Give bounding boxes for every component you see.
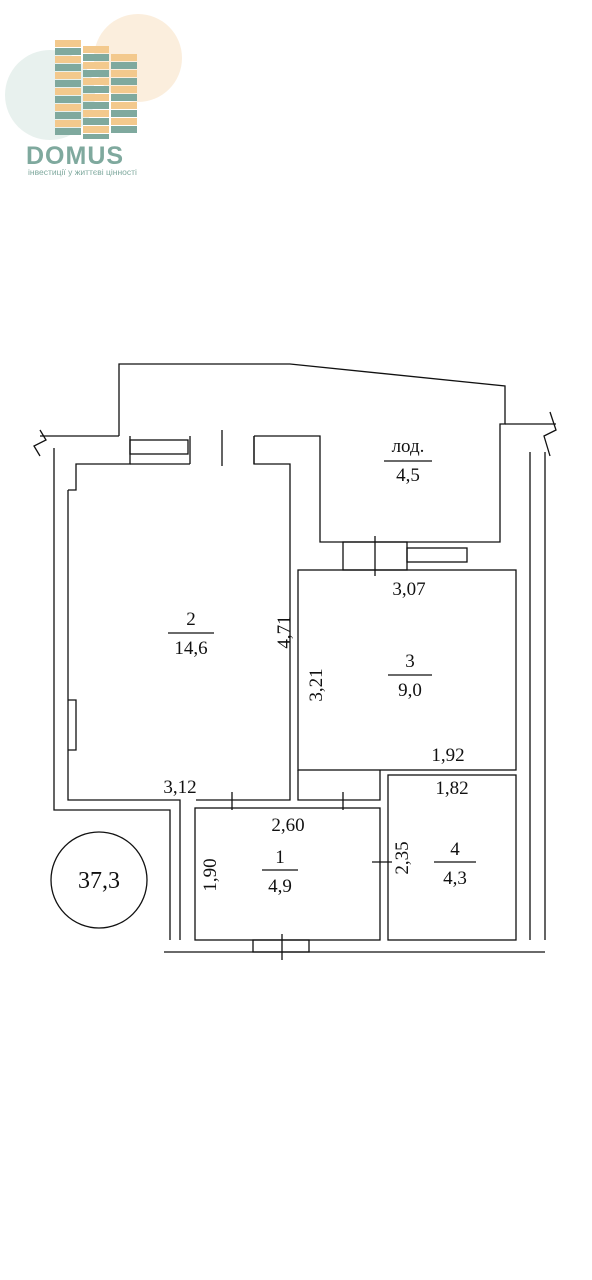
room-4-number: 4 [450,839,460,860]
logo-tagline: інвестиції у життєві цінності [28,167,137,177]
room-1-number: 1 [275,847,285,868]
dimension-2-35: 2,35 [392,841,413,874]
room-2-area: 14,6 [174,638,207,659]
room-1-area: 4,9 [268,876,292,897]
door-entrance [252,939,310,953]
dimension-1-90: 1,90 [200,858,221,891]
room-loggia-number: лод. [392,436,425,457]
inner-wall-left [67,490,181,940]
dimension-2-60: 2,60 [271,815,304,836]
building-icon [55,40,137,139]
total-area: 37,3 [78,868,120,894]
dimension-1-92: 1,92 [431,745,464,766]
window-room-2 [129,439,189,455]
dimension-3-21: 3,21 [306,668,327,701]
dimension-1-82: 1,82 [435,778,468,799]
window-room-3 [406,547,468,563]
room-2-number: 2 [186,609,196,630]
total-area-circle [50,831,148,929]
logo-brand: DOMUS [26,142,124,170]
dimension-3-12: 3,12 [163,777,196,798]
dimension-4-71: 4,71 [274,615,295,648]
room-4-wall [387,774,517,941]
room-3-area: 9,0 [398,680,422,701]
room-3-number: 3 [405,651,415,672]
room-2-wall [68,436,131,491]
dimension-3-07: 3,07 [392,579,425,600]
room-loggia-area: 4,5 [396,465,420,486]
outer-wall-left [53,448,171,940]
domus-logo: DOMUS інвестиції у життєві цінності [5,14,182,177]
loggia-outline [118,363,506,543]
room-4-area: 4,3 [443,868,467,889]
